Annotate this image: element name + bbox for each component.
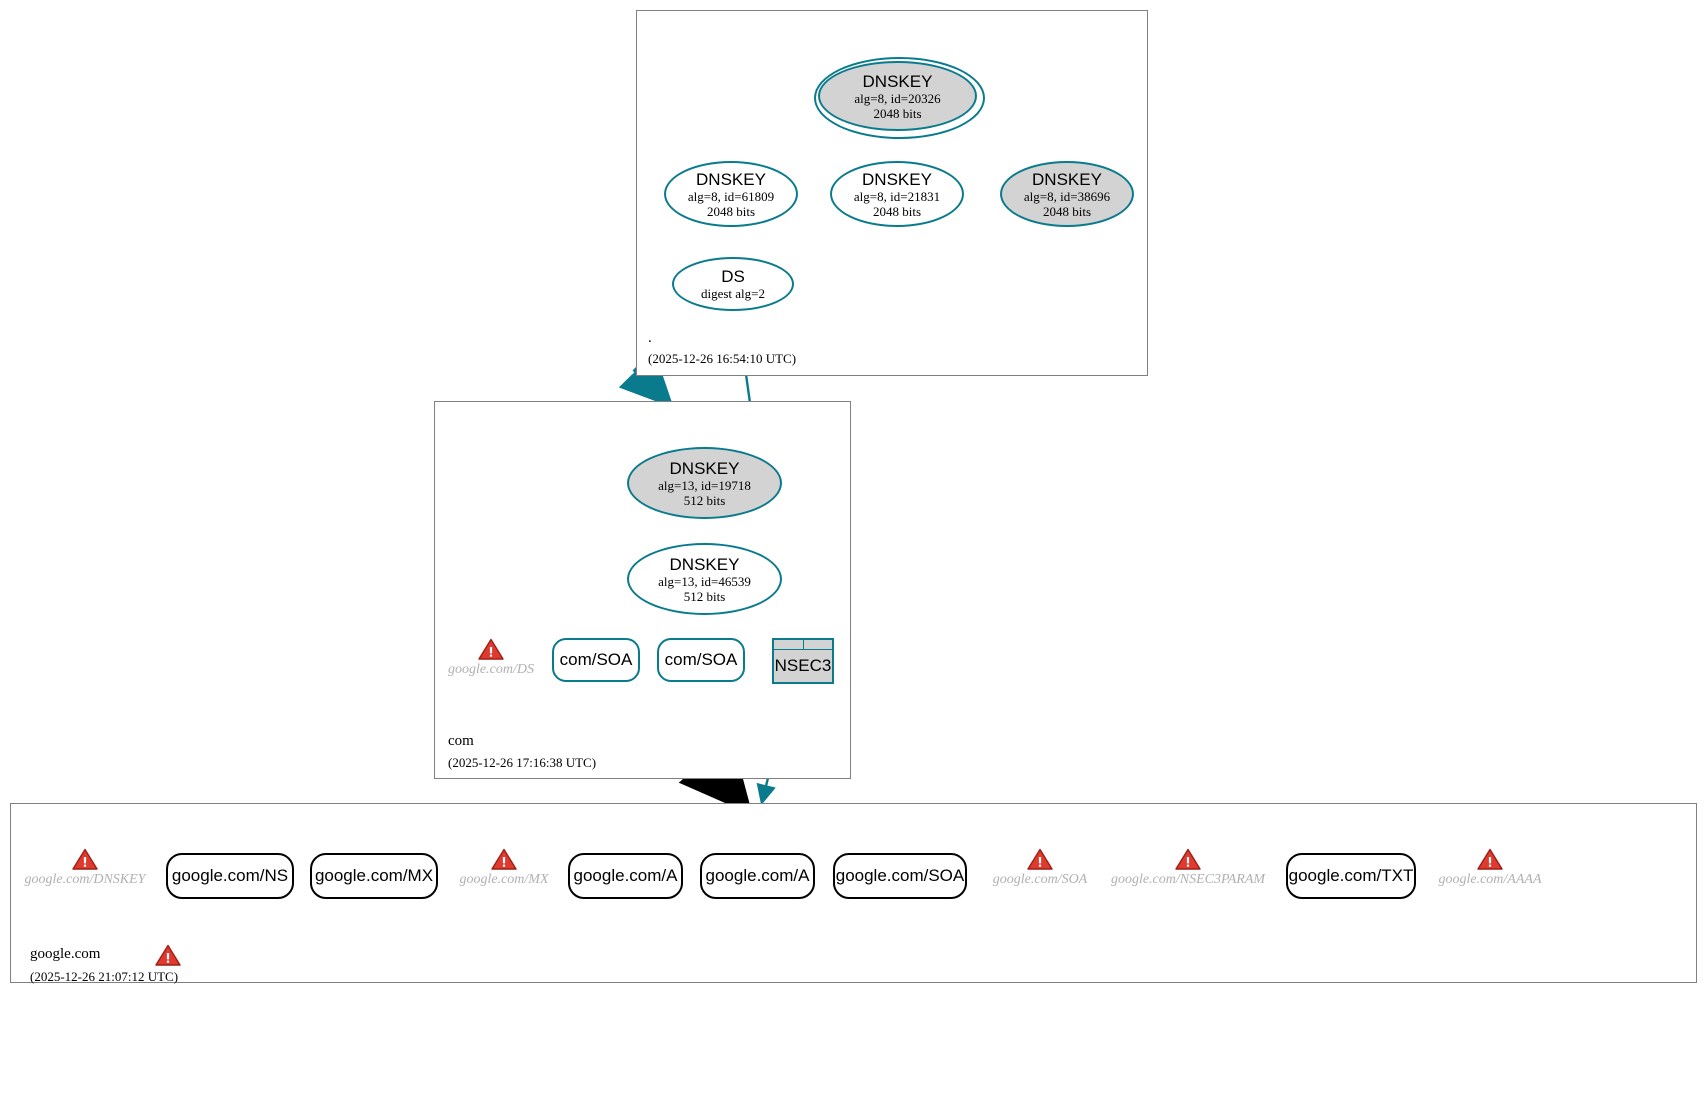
zone-footer-label-google-com: google.com [30, 946, 101, 962]
node-detail-digest: digest alg=2 [700, 286, 766, 301]
rrset-label: google.com/SOA [835, 866, 965, 885]
rrset-label: google.com/A [705, 866, 810, 885]
rrset-google-com-txt[interactable]: google.com/TXT [1286, 853, 1416, 899]
warning-google-com-mx[interactable]: google.com/MX [456, 848, 552, 888]
node-dnskey-root-zsk-61809[interactable]: DNSKEY alg=8, id=61809 2048 bits [664, 161, 798, 227]
zone-footer-date-com: (2025-12-26 17:16:38 UTC) [448, 755, 597, 770]
rrset-com-nsec3[interactable]: NSEC3 [772, 638, 834, 684]
warning-label: google.com/DS [448, 662, 534, 677]
rrset-label: google.com/TXT [1288, 866, 1414, 885]
warning-label: google.com/SOA [992, 872, 1088, 887]
node-title: DS [721, 267, 745, 286]
rrset-google-com-soa[interactable]: google.com/SOA [833, 853, 967, 899]
rrset-google-com-ns[interactable]: google.com/NS [166, 853, 294, 899]
node-detail-bits: 2048 bits [706, 203, 756, 219]
rrset-label: google.com/A [573, 866, 678, 885]
warning-label: google.com/MX [459, 872, 549, 887]
node-detail-alg: alg=13, id=19718 [658, 477, 751, 493]
zone-footer-date-root: (2025-12-26 16:54:10 UTC) [648, 351, 797, 366]
warning-triangle-icon [1175, 848, 1201, 870]
warning-triangle-icon [478, 638, 504, 660]
warning-google-com-ds[interactable]: google.com/DS [448, 638, 534, 678]
warning-label: google.com/AAAA [1438, 872, 1542, 887]
node-ds-root[interactable]: DS digest alg=2 [672, 257, 794, 311]
root-ksk-double-ring [814, 57, 985, 139]
rrset-google-com-mx[interactable]: google.com/MX [310, 853, 438, 899]
node-title: DNSKEY [862, 71, 933, 91]
zone-footer-label-com: com [448, 733, 474, 749]
node-detail-bits: 512 bits [683, 492, 726, 508]
node-detail-bits: 2048 bits [873, 105, 922, 121]
node-detail-alg: alg=8, id=61809 [687, 188, 775, 204]
rrset-google-com-a-1[interactable]: google.com/A [568, 853, 683, 899]
rrset-com-soa-1[interactable]: com/SOA [552, 638, 640, 682]
warning-triangle-icon [1027, 848, 1053, 870]
node-title: DNSKEY [1032, 169, 1102, 189]
node-dnskey-root-zsk-38696[interactable]: DNSKEY alg=8, id=38696 2048 bits [1000, 161, 1134, 227]
node-title: DNSKEY [669, 458, 740, 478]
warning-google-com-dnskey[interactable]: google.com/DNSKEY [24, 848, 146, 888]
node-dnskey-root-ksk-20326[interactable]: DNSKEY alg=8, id=20326 2048 bits [818, 61, 977, 131]
node-dnskey-com-zsk-46539[interactable]: DNSKEY alg=13, id=46539 512 bits [627, 543, 782, 615]
warning-triangle-icon [491, 848, 517, 870]
zone-footer-date-google-com: (2025-12-26 21:07:12 UTC) [30, 969, 179, 984]
warning-triangle-icon [1477, 848, 1503, 870]
nsec3-header-cells [774, 640, 832, 650]
warning-label: google.com/NSEC3PARAM [1110, 872, 1266, 887]
node-detail-alg: alg=8, id=21831 [853, 188, 941, 204]
rrset-label: google.com/MX [314, 866, 434, 885]
rrset-com-soa-2[interactable]: com/SOA [657, 638, 745, 682]
node-dnskey-com-ksk-19718[interactable]: DNSKEY alg=13, id=19718 512 bits [627, 447, 782, 519]
nsec3-label: NSEC3 [774, 656, 832, 675]
rrset-google-com-a-2[interactable]: google.com/A [700, 853, 815, 899]
node-detail-alg: alg=8, id=20326 [854, 90, 941, 106]
warning-google-com-nsec3param[interactable]: google.com/NSEC3PARAM [1106, 848, 1270, 888]
node-detail-bits: 512 bits [683, 588, 726, 604]
node-detail-alg: alg=13, id=46539 [658, 573, 751, 589]
node-title: DNSKEY [696, 169, 766, 189]
warning-triangle-icon [72, 848, 98, 870]
node-detail-bits: 2048 bits [1042, 203, 1092, 219]
warning-google-com-aaaa[interactable]: google.com/AAAA [1432, 848, 1548, 888]
node-dnskey-root-zsk-21831[interactable]: DNSKEY alg=8, id=21831 2048 bits [830, 161, 964, 227]
zone-footer-warning-icon [155, 944, 181, 966]
node-title: DNSKEY [669, 554, 740, 574]
nsec3-header-cell [804, 640, 833, 649]
zone-footer-label-root: . [648, 330, 652, 346]
warning-google-com-soa[interactable]: google.com/SOA [988, 848, 1092, 888]
rrset-label: google.com/NS [171, 866, 289, 885]
rrset-label: com/SOA [664, 650, 738, 669]
warning-label: google.com/DNSKEY [24, 872, 146, 887]
nsec3-header-cell [774, 640, 804, 649]
node-detail-bits: 2048 bits [872, 203, 922, 219]
node-detail-alg: alg=8, id=38696 [1023, 188, 1111, 204]
rrset-label: com/SOA [559, 650, 633, 669]
node-title: DNSKEY [862, 169, 932, 189]
